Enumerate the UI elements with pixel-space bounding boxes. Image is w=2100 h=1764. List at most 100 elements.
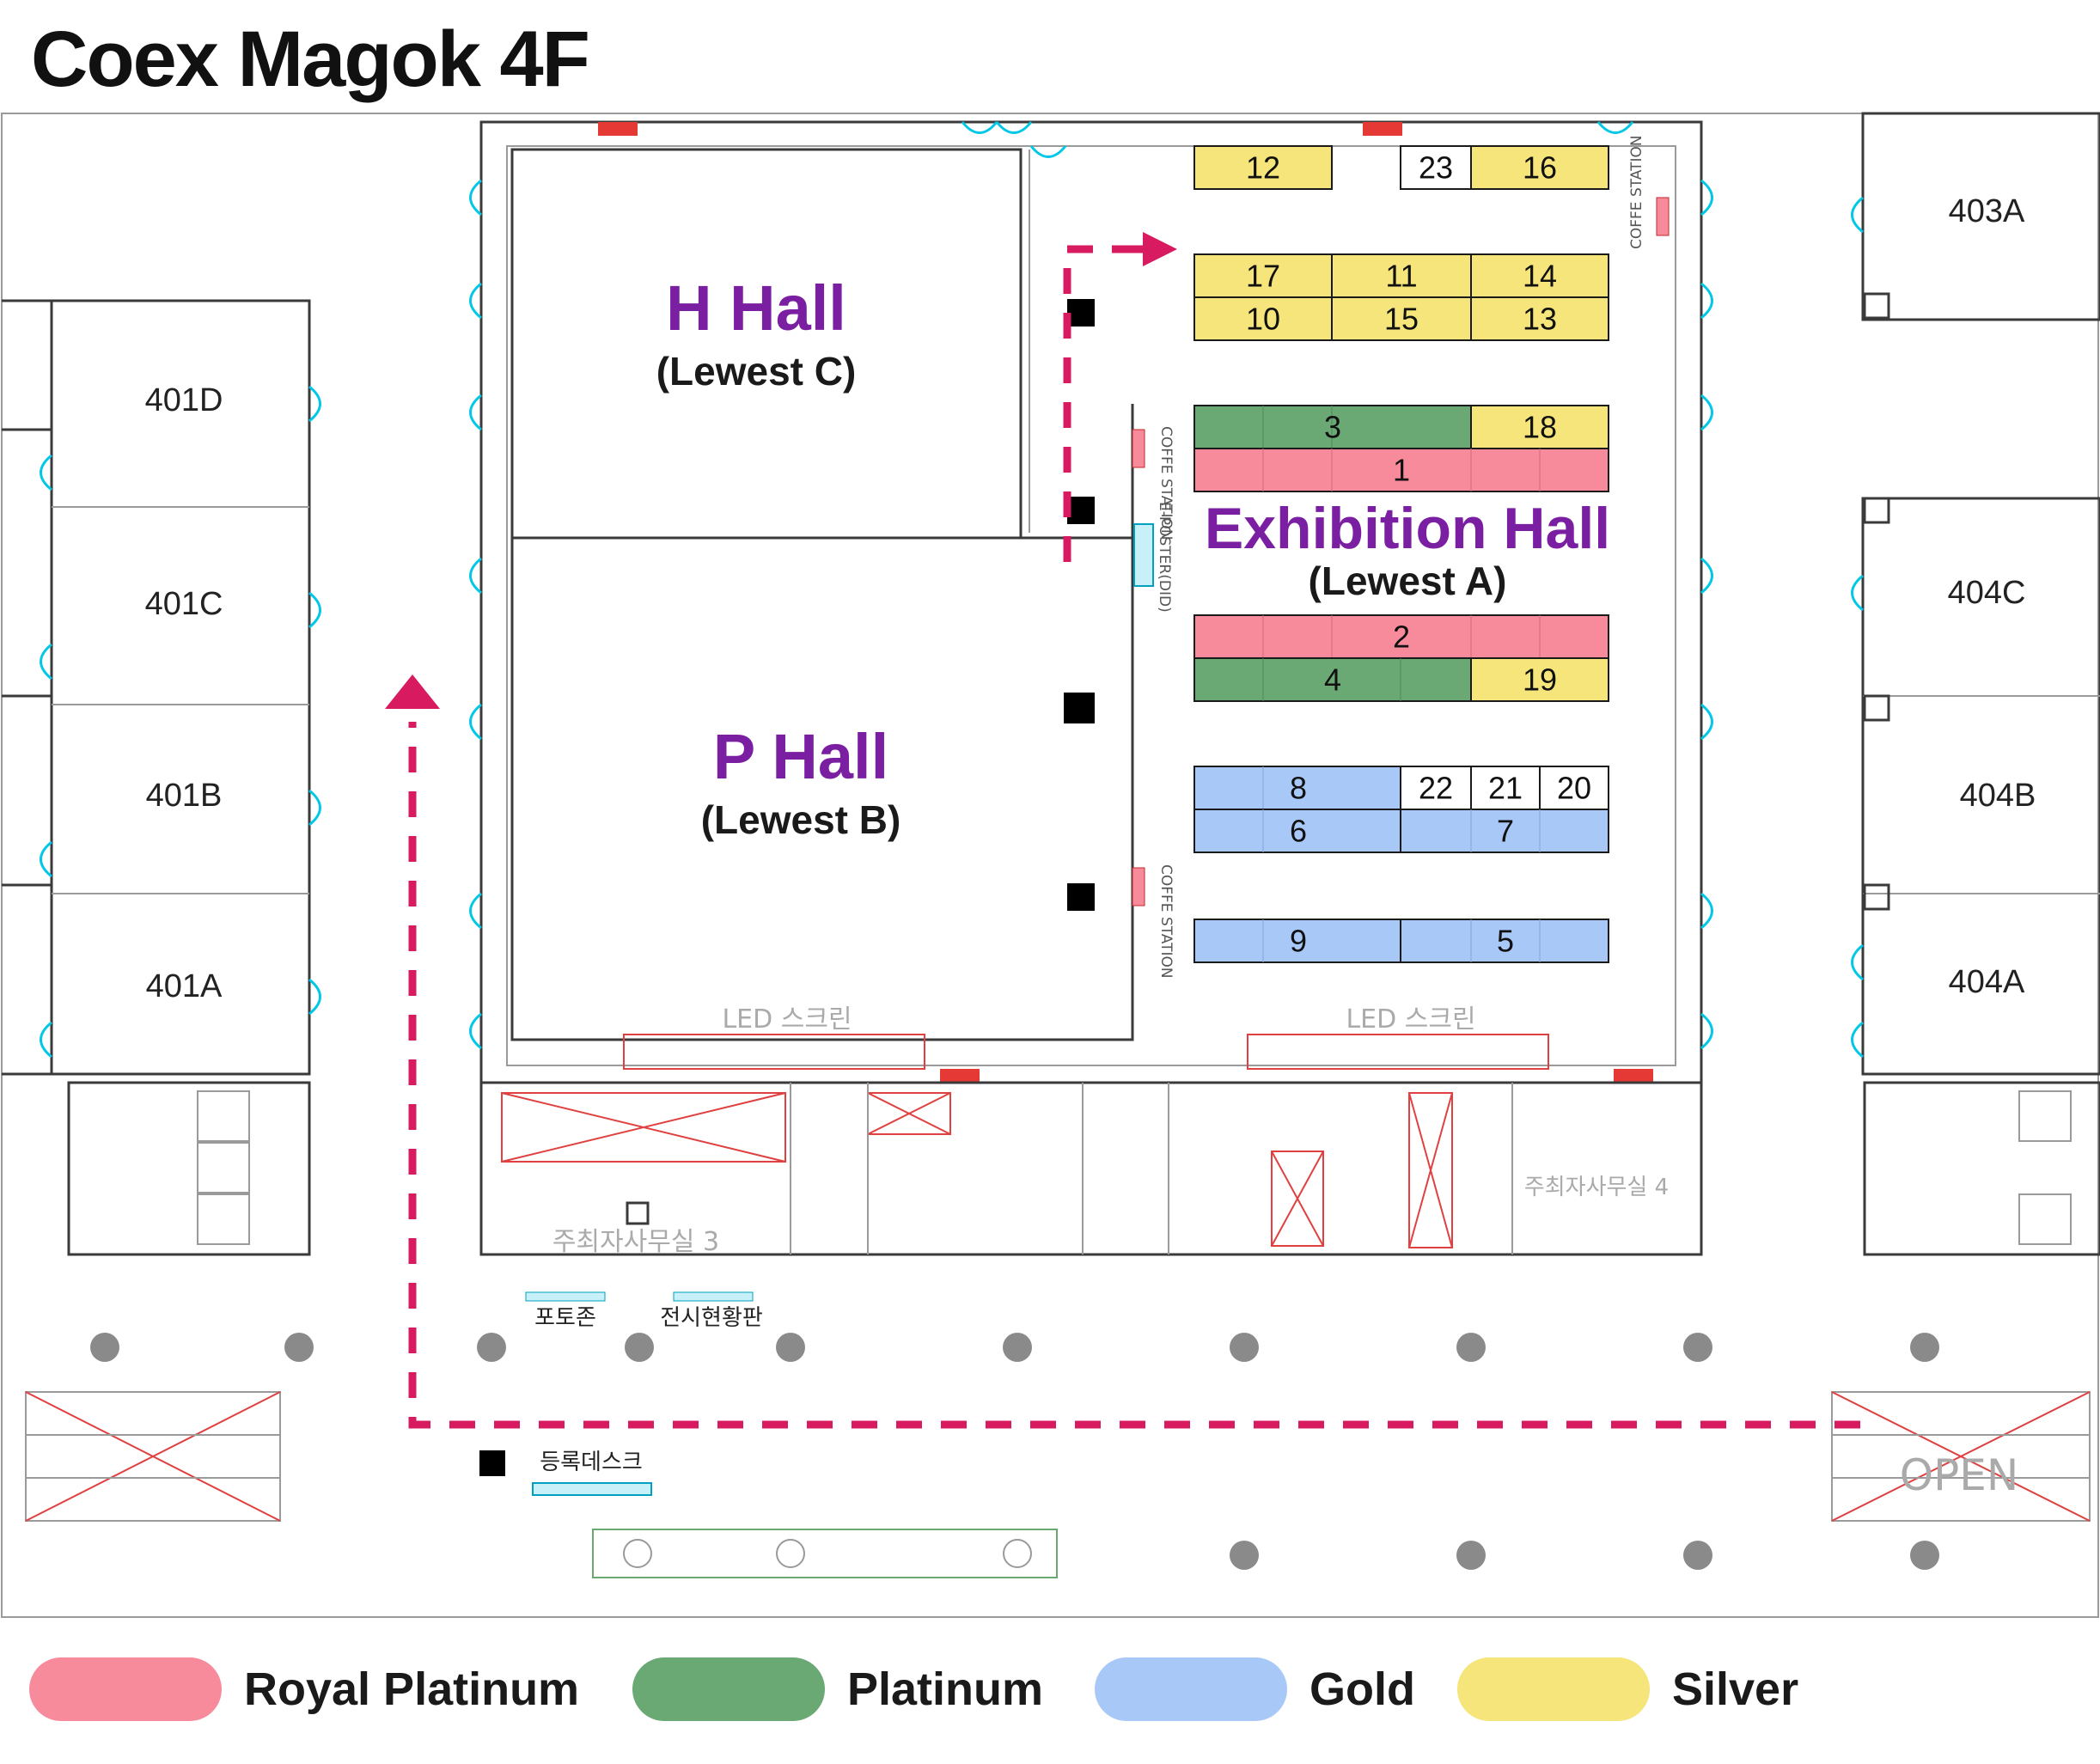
booth-label: 11 — [1385, 259, 1417, 294]
booth-19[interactable]: 19 — [1470, 657, 1609, 702]
booth-21[interactable]: 21 — [1470, 766, 1541, 810]
booth-22[interactable]: 22 — [1400, 766, 1472, 810]
plan-frame — [1, 113, 2099, 1618]
booth-8[interactable]: 8 — [1193, 766, 1401, 810]
visitor-route — [385, 232, 1860, 1429]
fire-hydrant-marker — [1614, 1069, 1653, 1083]
booth-2[interactable]: 2 — [1193, 614, 1609, 659]
led-screen-right-label: LED 스크린 — [1346, 1004, 1475, 1035]
booth-label: 8 — [1290, 771, 1307, 806]
booth-label: 21 — [1488, 771, 1523, 806]
corridor-columns — [90, 1333, 1939, 1570]
registration-desk-marker — [532, 1482, 652, 1496]
booth-5[interactable]: 5 — [1400, 919, 1609, 963]
coffee-station-marker — [1132, 429, 1145, 468]
h-hall-sub: (Lewest C) — [656, 349, 857, 394]
booth-label: 18 — [1523, 410, 1557, 445]
escalator-right — [1831, 1391, 2091, 1522]
booth-label: 19 — [1523, 662, 1557, 698]
exhibition-board-marker — [673, 1291, 754, 1302]
booth-23[interactable]: 23 — [1400, 145, 1472, 190]
legend-royal-platinum: Royal Platinum — [29, 1657, 579, 1722]
pillar-marker — [1067, 299, 1095, 327]
photo-zone-label: 포토존 — [534, 1305, 596, 1331]
legend-label: Platinum — [847, 1663, 1044, 1715]
coffee-station-marker — [1656, 197, 1670, 236]
booth-11[interactable]: 11 — [1331, 253, 1472, 298]
room-404c-label: 404C — [1948, 575, 2026, 611]
fire-hydrant-marker — [940, 1069, 980, 1083]
room-404b-label: 404B — [1960, 778, 2036, 814]
booth-9[interactable]: 9 — [1193, 919, 1401, 963]
legend-silver: Silver — [1457, 1657, 1798, 1722]
fire-hydrant-marker — [1363, 122, 1402, 136]
booth-18[interactable]: 18 — [1470, 405, 1609, 449]
left-room-block — [2, 299, 321, 1076]
room-401c-label: 401C — [145, 586, 223, 622]
booth-label: 1 — [1393, 453, 1410, 488]
booth-label: 15 — [1384, 302, 1419, 337]
left-core — [67, 1081, 2100, 1256]
booth-label: 5 — [1497, 924, 1514, 959]
p-hall-name: P Hall — [713, 721, 888, 792]
exhibition-board-label: 전시현황판 — [660, 1305, 763, 1331]
booth-label: 13 — [1523, 302, 1557, 337]
booth-13[interactable]: 13 — [1470, 296, 1609, 341]
booth-3[interactable]: 3 — [1193, 405, 1472, 449]
room-401d-label: 401D — [145, 382, 223, 418]
room-403a-label: 403A — [1949, 193, 2025, 229]
booth-label: 22 — [1419, 771, 1453, 806]
room-401b-label: 401B — [146, 778, 223, 814]
legend-swatch — [632, 1657, 825, 1721]
booth-12[interactable]: 12 — [1193, 145, 1333, 190]
booth-1[interactable]: 1 — [1193, 448, 1609, 492]
legend-swatch — [1095, 1657, 1287, 1721]
escalator-left — [25, 1391, 281, 1522]
led-screen-left — [623, 1034, 925, 1070]
coffee-station-marker — [1132, 867, 1145, 906]
open-label: OPEN — [1900, 1450, 2019, 1500]
booth-label: 3 — [1324, 410, 1341, 445]
office-3-label: 주최자사무실 3 — [552, 1227, 719, 1257]
office-4-label: 주최자사무실 4 — [1524, 1175, 1669, 1200]
booth-16[interactable]: 16 — [1470, 145, 1609, 190]
room-404a-label: 404A — [1949, 964, 2025, 1000]
led-screen-left-label: LED 스크린 — [722, 1004, 852, 1035]
legend-platinum: Platinum — [632, 1657, 1043, 1722]
booth-6[interactable]: 6 — [1193, 809, 1401, 853]
booth-17[interactable]: 17 — [1193, 253, 1333, 298]
h-hall-name: H Hall — [666, 272, 846, 344]
booth-label: 23 — [1419, 150, 1453, 186]
booth-label: 6 — [1290, 814, 1307, 849]
pillar-marker — [1067, 883, 1095, 911]
booth-7[interactable]: 7 — [1400, 809, 1609, 853]
booth-label: 4 — [1324, 662, 1341, 698]
registration-desk-label: 등록데스크 — [540, 1450, 643, 1475]
booth-label: 2 — [1393, 620, 1410, 655]
e-poster-marker — [1133, 523, 1154, 587]
booth-label: 10 — [1246, 302, 1280, 337]
service-core — [479, 1081, 1703, 1256]
booth-label: 7 — [1497, 814, 1514, 849]
booth-label: 9 — [1290, 924, 1307, 959]
right-room-block — [1851, 112, 2100, 1076]
floor-plan-map: .wall { fill:none; stroke:#3a3a3a; strok… — [1, 112, 2100, 1618]
legend-gold: Gold — [1095, 1657, 1415, 1722]
fire-hydrant-marker — [598, 122, 638, 136]
exhibition-hall-sub: (Lewest A) — [1309, 558, 1507, 603]
booth-label: 17 — [1246, 259, 1280, 294]
booth-20[interactable]: 20 — [1539, 766, 1609, 810]
led-screen-right — [1247, 1034, 1549, 1070]
booth-4[interactable]: 4 — [1193, 657, 1472, 702]
booth-label: 14 — [1523, 259, 1557, 294]
booth-15[interactable]: 15 — [1331, 296, 1472, 341]
lobby-planter — [592, 1529, 1058, 1578]
room-401a-label: 401A — [146, 968, 223, 1004]
exhibition-hall-name: Exhibition Hall — [1205, 496, 1610, 561]
coffee-station-label: COFFE STATION — [1157, 426, 1175, 540]
photo-zone-marker — [525, 1291, 606, 1302]
booth-14[interactable]: 14 — [1470, 253, 1609, 298]
booth-label: 20 — [1557, 771, 1591, 806]
coffee-station-label: COFFE STATION — [1628, 135, 1645, 249]
booth-10[interactable]: 10 — [1193, 296, 1333, 341]
